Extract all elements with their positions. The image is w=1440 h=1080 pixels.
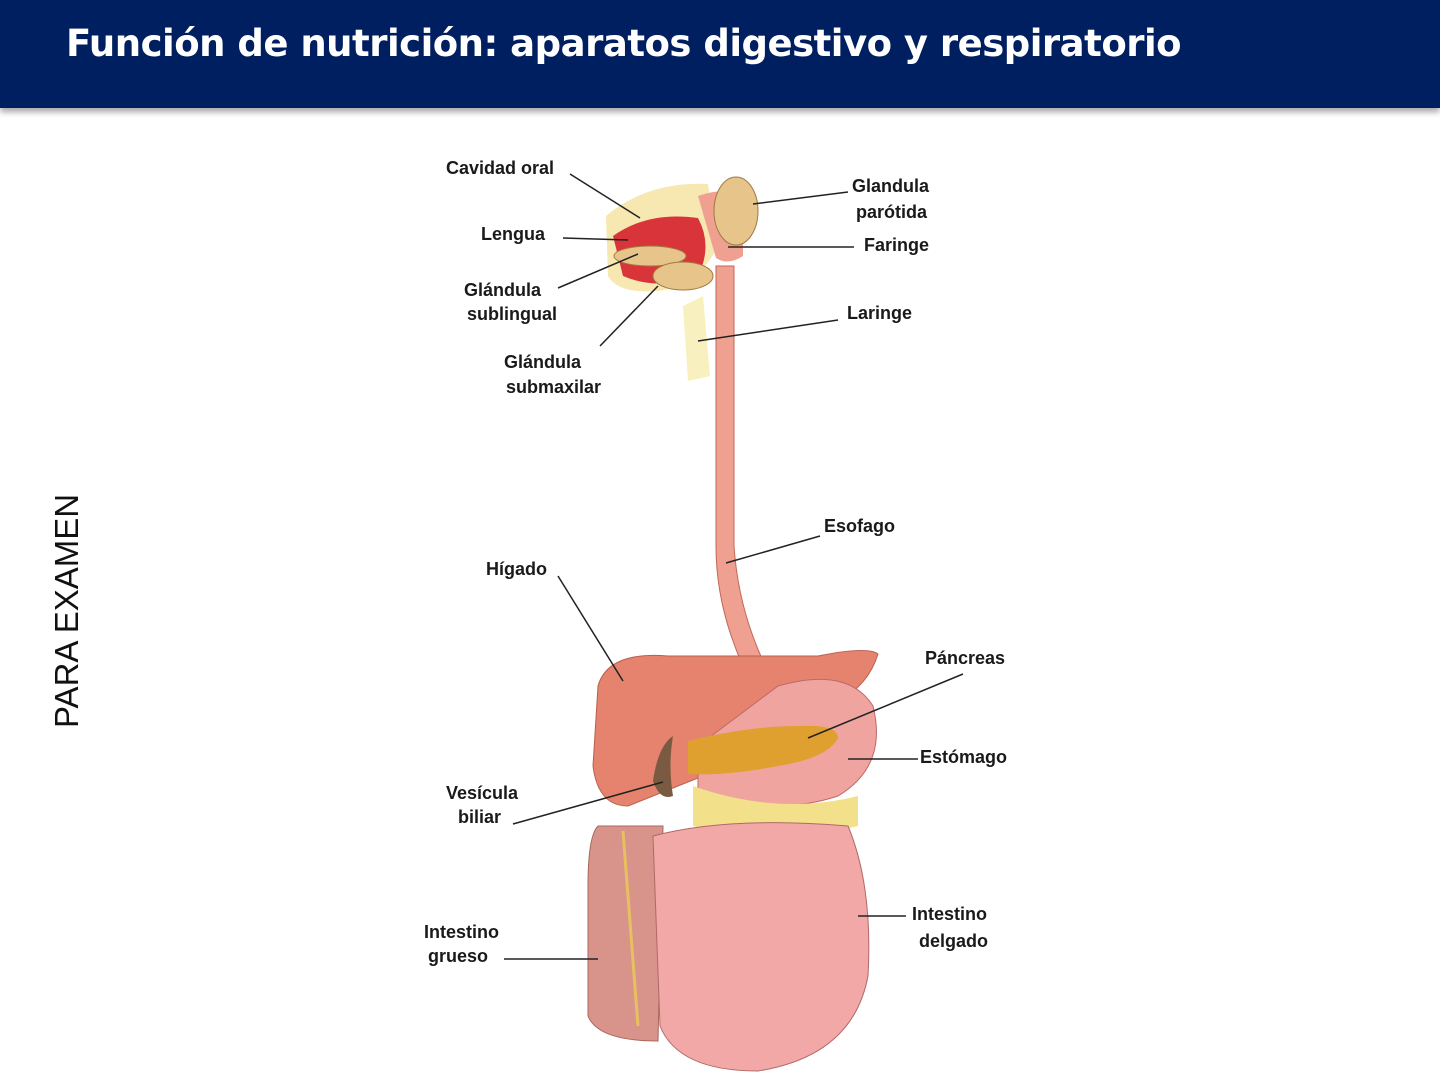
large-intestine-shape <box>587 825 664 1042</box>
label-intestino-grueso-1: Intestino <box>424 922 499 942</box>
label-vesicula-2: biliar <box>458 807 502 827</box>
slide-title: Función de nutrición: aparatos digestivo… <box>66 22 1182 65</box>
label-laringe: Laringe <box>847 303 913 323</box>
label-lengua: Lengua <box>481 224 546 244</box>
label-glandula-submaxilar-1: Glándula <box>504 352 582 372</box>
label-intestino-delgado-1: Intestino <box>912 904 987 924</box>
label-esofago: Esofago <box>824 516 896 536</box>
slide-header: Función de nutrición: aparatos digestivo… <box>0 0 1440 108</box>
small-intestine-shape <box>652 822 870 1072</box>
gallbladder-shape <box>653 736 673 797</box>
esophagus-shape <box>715 265 764 667</box>
submaxillary-gland-shape <box>652 261 714 291</box>
digestive-system-illustration <box>504 173 964 1072</box>
label-faringe: Faringe <box>864 235 930 255</box>
label-vesicula-1: Vesícula <box>446 783 519 803</box>
label-higado: Hígado <box>486 559 547 579</box>
label-glandula-submaxilar-2: submaxilar <box>506 377 602 397</box>
pancreas-shape <box>688 725 838 775</box>
label-glandula-sublingual-2: sublingual <box>467 304 557 324</box>
label-cavidad-oral: Cavidad oral <box>446 158 555 178</box>
side-label: PARA EXAMEN <box>48 493 85 728</box>
label-glandula-parotida-1: Glandula <box>852 176 930 196</box>
label-glandula-parotida-2: parótida <box>856 202 928 222</box>
label-intestino-grueso-2: grueso <box>428 946 489 966</box>
label-intestino-delgado-2: delgado <box>919 931 989 951</box>
leader-lines <box>504 173 964 960</box>
digestive-system-diagram: Cavidad oral Lengua Glándula sublingual … <box>398 126 1042 1080</box>
label-pancreas: Páncreas <box>925 648 1006 668</box>
label-estomago: Estómago <box>920 747 1008 767</box>
label-glandula-sublingual-1: Glándula <box>464 280 542 300</box>
parotid-gland-shape <box>713 176 759 246</box>
larynx-shape <box>683 296 710 381</box>
sublingual-gland-shape <box>613 245 687 267</box>
